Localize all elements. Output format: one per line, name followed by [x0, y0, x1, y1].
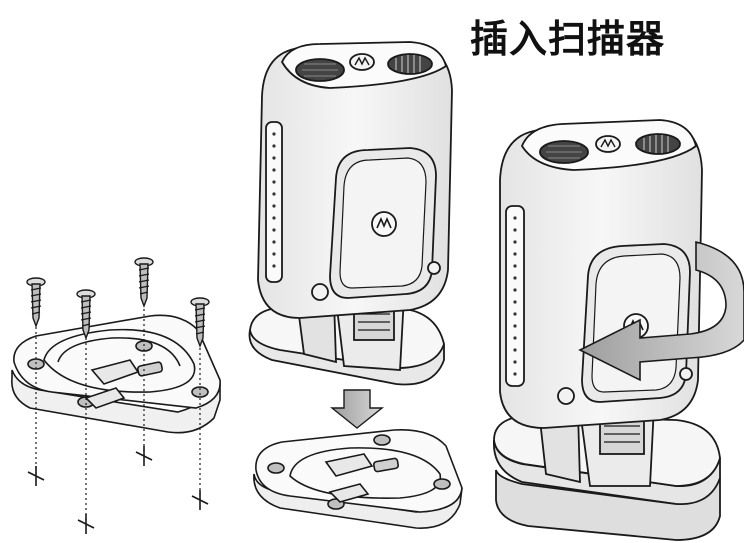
mounting-plate-lower	[253, 429, 463, 529]
mounting-plate-group	[11, 304, 221, 534]
scanner-middle	[248, 41, 453, 386]
motorola-logo-icon	[595, 135, 621, 153]
scanner-right	[493, 119, 721, 541]
screw-icon	[26, 257, 210, 348]
rotate-arrow-icon	[578, 240, 744, 382]
corner-pad	[191, 386, 209, 398]
page-title: 插入扫描器	[470, 17, 666, 61]
motorola-logo-icon	[349, 53, 375, 71]
down-arrow-icon	[330, 389, 384, 429]
mounting-plate-base	[11, 369, 221, 434]
motorola-logo-icon	[371, 211, 397, 237]
